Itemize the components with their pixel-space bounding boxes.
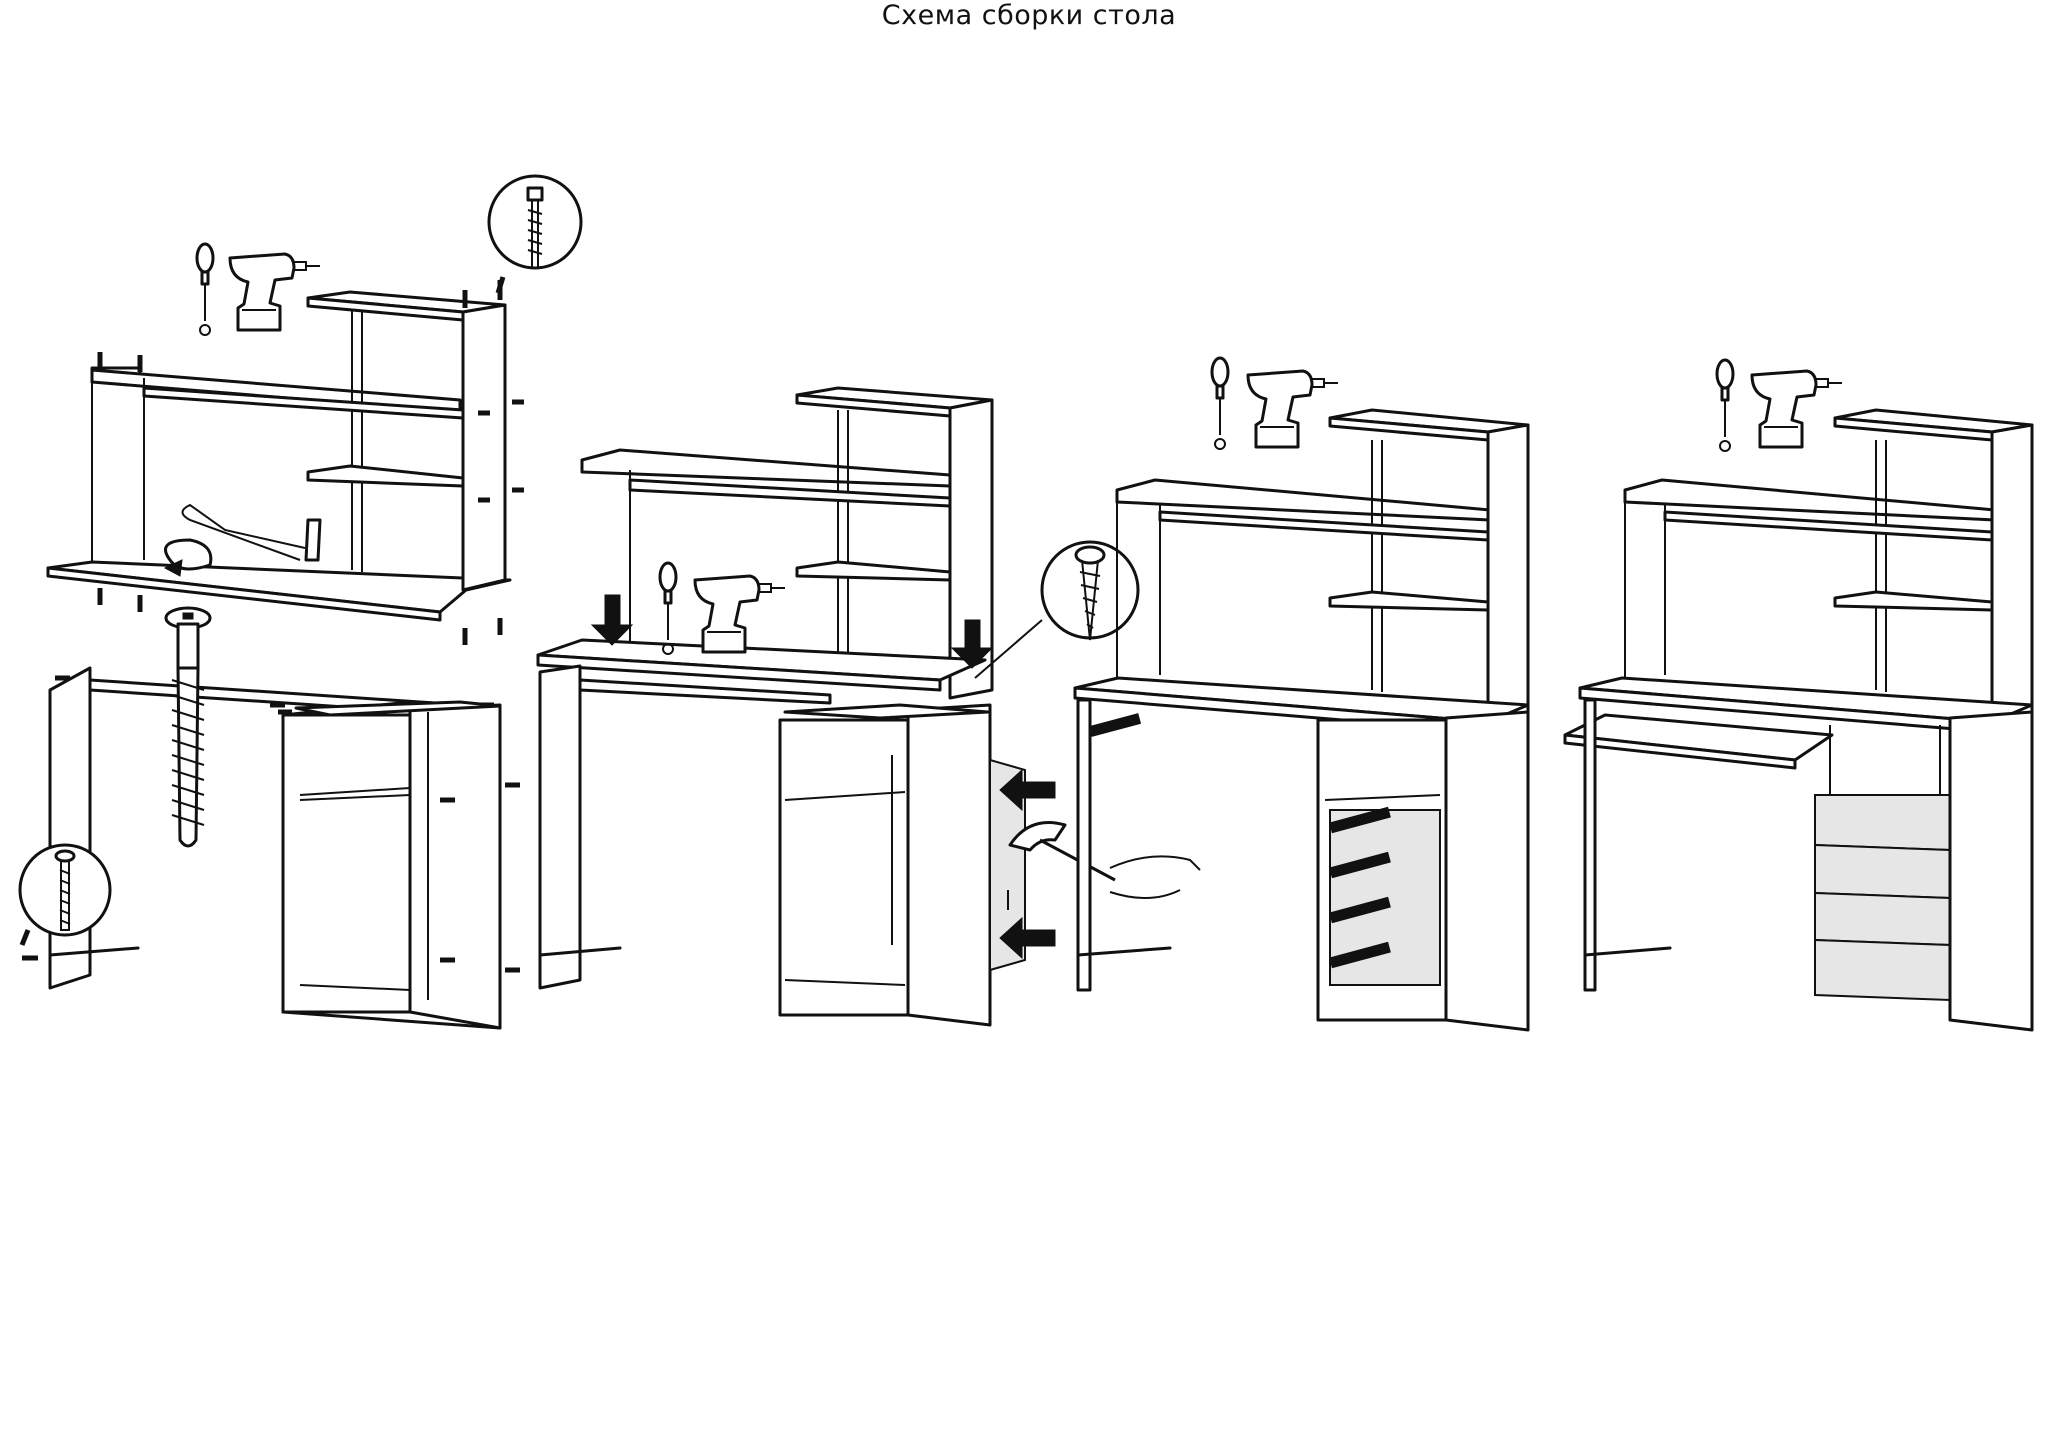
desk-base-1 — [48, 666, 502, 1030]
screw-detail-icon — [487, 174, 583, 294]
step-4 — [1563, 358, 2034, 1032]
arrow-down-icon — [950, 619, 994, 669]
arrow-down-icon — [590, 594, 634, 646]
drawers — [1814, 794, 1951, 1002]
arrow-left-icon — [999, 768, 1056, 812]
page-title: Схема сборки стола — [881, 0, 1177, 31]
step-1 — [18, 174, 583, 1030]
step-2 — [536, 386, 1201, 1027]
screw-detail-2-icon — [18, 843, 112, 961]
drawer-slides — [1088, 713, 1391, 969]
hutch-shelf-1 — [46, 280, 524, 645]
arrow-left-icon — [999, 916, 1056, 960]
step-3 — [1073, 356, 1530, 1032]
wood-screw-detail-icon — [974, 540, 1140, 679]
hammer-icon — [1007, 821, 1201, 910]
confirmat-screw-icon — [164, 606, 212, 848]
